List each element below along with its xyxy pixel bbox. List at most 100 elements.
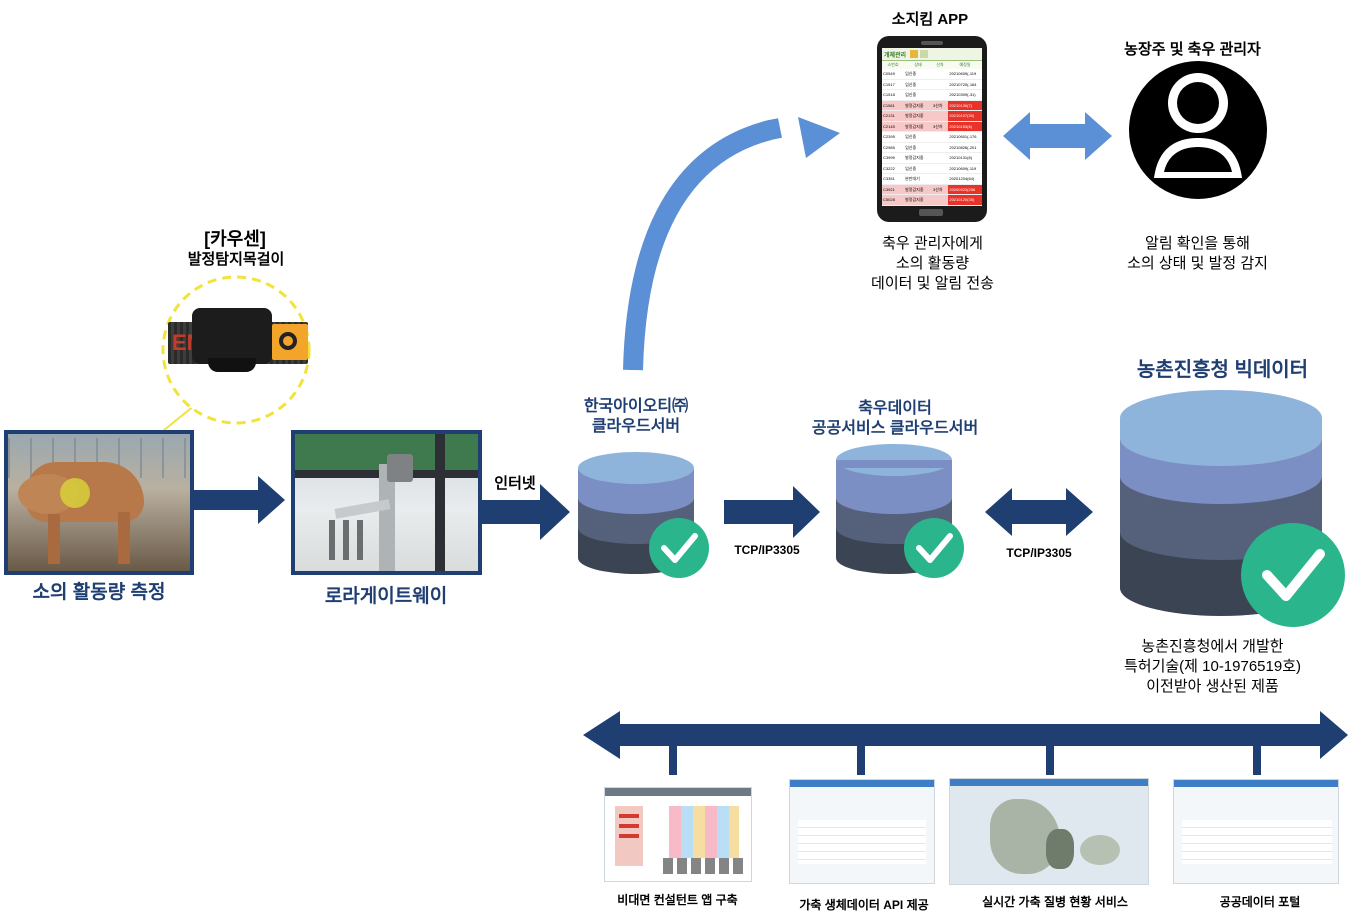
timeline-tick-1 xyxy=(669,746,677,775)
app-table-cell: 20201204(64) xyxy=(949,176,975,181)
app-column-header: 상태 xyxy=(914,62,922,67)
app-table-cell: 20210609(-119 xyxy=(949,71,977,76)
bigdata-desc-line2: 특허기술(제 10-1976519호) xyxy=(1123,658,1302,675)
timeline-tick-3 xyxy=(1046,746,1054,775)
app-table-cell xyxy=(932,69,948,79)
collar-device-image: EN xyxy=(168,308,308,382)
app-table-cell: C5815 xyxy=(882,206,904,207)
arrow-gateway-to-cloud xyxy=(482,484,570,540)
arrow-cloud-to-app xyxy=(623,118,782,371)
app-table-cell: C0549 xyxy=(883,71,895,76)
app-table-cell xyxy=(932,90,948,100)
arrow-cloud-to-cloud xyxy=(724,486,820,538)
service-label-3: 실시간 가축 질병 현황 서비스 xyxy=(982,895,1128,909)
app-table-cell: 임신중 xyxy=(905,165,917,171)
gateway-photo xyxy=(291,430,482,575)
app-table-cell: C2395 xyxy=(883,134,895,139)
app-table-cell: 20210826(-201 xyxy=(949,144,977,150)
app-table-cell: 발정감지중 xyxy=(905,102,924,108)
service-label-4: 공공데이터 포털 xyxy=(1219,895,1301,909)
app-table-cell: 3산차 xyxy=(933,186,943,192)
app-table-row[interactable]: C2985 임신중 20210826(-201 xyxy=(882,143,982,153)
arrow-app-manager xyxy=(1003,112,1112,160)
app-table-cell xyxy=(932,80,948,90)
service-label-1: 비대면 컨설턴트 앱 구축 xyxy=(617,893,738,907)
app-table-cell: 발정감지중 xyxy=(905,155,924,160)
app-table-cell: C1517 xyxy=(883,81,895,87)
app-table-cell: C3222 xyxy=(883,165,895,171)
collar-bracket-title: [카우센] xyxy=(204,229,266,249)
app-table-cell: 3산차 xyxy=(933,123,943,129)
check-icon xyxy=(904,518,964,578)
app-table-cell: 임신중 xyxy=(905,144,917,150)
app-table-cell: 발정감지중 xyxy=(905,123,924,129)
app-table-cell: C3999 xyxy=(883,155,895,160)
app-table-cell: 3산차 xyxy=(932,206,948,207)
app-table-cell: 분만대기 xyxy=(905,176,920,181)
app-table-cell xyxy=(932,164,948,174)
menu-icon[interactable] xyxy=(920,50,929,58)
arrow-cloud-bigdata xyxy=(985,488,1093,536)
app-column-header: 소번호 xyxy=(887,62,899,67)
bigdata-desc-line1: 농촌진흥청에서 개발한 xyxy=(1141,638,1284,655)
app-table-cell xyxy=(932,111,948,121)
manager-desc-line1: 알림 확인을 통해 xyxy=(1145,235,1250,252)
check-icon xyxy=(1241,523,1345,627)
user-avatar-icon xyxy=(1129,61,1267,199)
app-table-cell: 20210107(30) xyxy=(948,111,982,121)
cow-photo-caption: 소의 활동량 측정 xyxy=(32,582,166,603)
app-table-row[interactable]: C3222 임신중 20210609(-119 xyxy=(882,164,982,174)
check-icon xyxy=(649,518,709,578)
app-table-row[interactable]: C5815분만대기3산차20201230(38) xyxy=(882,206,982,207)
service-thumb-api xyxy=(789,779,935,884)
manager-title: 농장주 및 축우 관리자 xyxy=(1124,41,1261,58)
app-table-row[interactable]: C2131 발정감지중 20210107(30) xyxy=(882,111,982,122)
protocol-label-2: TCP/IP3305 xyxy=(1006,546,1072,560)
app-table-cell: 20210120(35) xyxy=(948,195,982,205)
service-thumb-public-data xyxy=(1173,779,1339,884)
app-table-cell xyxy=(932,174,948,184)
service-thumb-disease-map xyxy=(949,778,1149,885)
app-table-cell: C2131 xyxy=(883,113,895,118)
app-table-cell: 발정감지중 xyxy=(905,113,924,118)
app-desc-line3: 데이터 및 알림 전송 xyxy=(871,275,994,292)
services-timeline-arrow xyxy=(583,711,1348,759)
app-table-cell xyxy=(932,143,948,153)
cloud2-type: 공공서비스 클라우드서버 xyxy=(811,420,979,437)
internet-label: 인터넷 xyxy=(494,475,536,492)
app-screen-header-title: 개체관리 xyxy=(884,52,907,59)
app-table-cell: C2985 xyxy=(883,144,895,150)
app-table-cell: 20210601(-176 xyxy=(949,134,977,139)
app-table-row[interactable]: C2395 임신중 20210601(-176 xyxy=(882,132,982,143)
app-table-cell xyxy=(932,153,948,163)
app-table-cell: 20210609(-119 xyxy=(949,165,977,171)
protocol-label-1: TCP/IP3305 xyxy=(734,543,800,557)
cloud1-name: 한국아이오티㈜ xyxy=(583,398,689,415)
app-table-cell: 20210153(6) xyxy=(948,121,982,131)
app-table-cell xyxy=(932,132,948,142)
bigdata-desc-line3: 이전받아 생산된 제품 xyxy=(1146,678,1279,695)
app-table-cell: 임신중 xyxy=(905,92,917,97)
bigdata-title: 농촌진흥청 빅데이터 xyxy=(1136,359,1309,381)
app-table-cell: C1561 xyxy=(883,102,895,108)
app-table-cell: 3산차 xyxy=(933,102,943,108)
app-column-header: 산차 xyxy=(936,62,944,67)
warning-icon xyxy=(910,50,919,58)
gateway-caption: 로라게이트웨이 xyxy=(324,586,448,607)
app-table-cell: 임신중 xyxy=(905,134,917,139)
app-desc-line1: 축우 관리자에게 xyxy=(882,235,983,252)
